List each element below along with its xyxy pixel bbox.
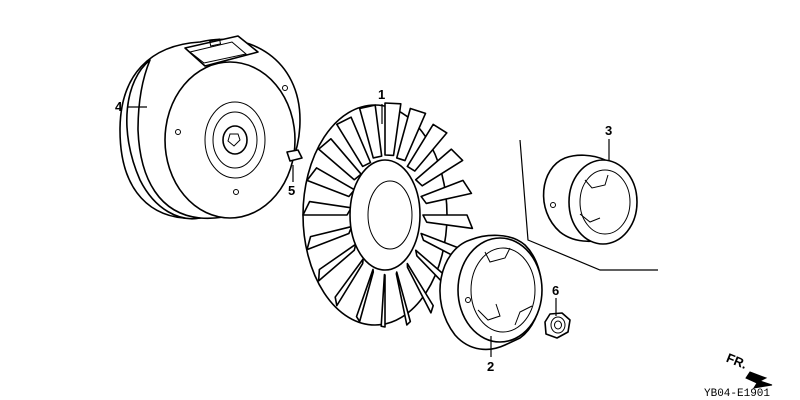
fan-blade bbox=[395, 107, 427, 162]
fan-blade bbox=[395, 271, 412, 326]
fan-blade bbox=[358, 104, 383, 159]
fan-blade bbox=[414, 148, 464, 187]
optional-part-frame bbox=[519, 139, 658, 271]
callout-4: 4 bbox=[115, 99, 123, 114]
starter-pulley-part[interactable] bbox=[439, 234, 543, 351]
callout-3: 3 bbox=[605, 123, 612, 138]
fan-blade bbox=[420, 179, 473, 205]
front-direction-arrow: FR. bbox=[724, 350, 773, 389]
arrow-icon bbox=[745, 371, 773, 389]
fan-blade bbox=[384, 102, 402, 157]
fan-blade bbox=[422, 214, 474, 230]
fan-blade bbox=[406, 262, 434, 314]
callout-6: 6 bbox=[552, 283, 559, 298]
fan-blade bbox=[380, 273, 386, 328]
cooling-fan-part[interactable] bbox=[302, 102, 474, 328]
callout-1: 1 bbox=[378, 87, 385, 102]
fan-blade bbox=[317, 137, 362, 181]
starter-pulley-optional-part[interactable] bbox=[542, 154, 638, 245]
diagram-code: YB04-E1901 bbox=[704, 388, 770, 400]
flywheel-part[interactable] bbox=[119, 35, 301, 220]
callout-2: 2 bbox=[487, 359, 494, 374]
fan-blade bbox=[406, 123, 448, 172]
callout-5: 5 bbox=[288, 183, 295, 198]
flange-nut-part[interactable] bbox=[544, 312, 571, 339]
fan-blade bbox=[334, 258, 364, 307]
direction-label: FR. bbox=[724, 350, 749, 372]
key-part[interactable] bbox=[286, 149, 303, 162]
fan-blade bbox=[355, 268, 375, 323]
fan-blade bbox=[336, 116, 372, 168]
leader-lines bbox=[127, 104, 610, 357]
